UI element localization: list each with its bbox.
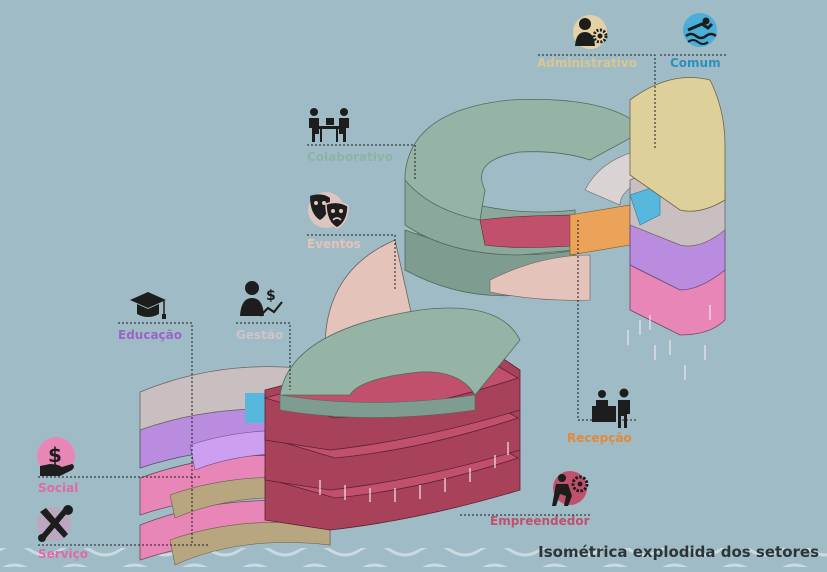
diagram-caption: Isométrica explodida dos setores bbox=[538, 543, 819, 561]
sector-servico-inner bbox=[169, 521, 331, 566]
label-comum: Comum bbox=[670, 56, 721, 70]
label-social: Social bbox=[38, 481, 79, 495]
entrepreneur-icon bbox=[552, 471, 589, 506]
label-servico: Serviço bbox=[38, 547, 88, 561]
svg-text:$: $ bbox=[48, 443, 62, 467]
sector-colaborativo-lower bbox=[279, 307, 521, 396]
upper-ring bbox=[404, 99, 646, 301]
sector-administrativo bbox=[629, 77, 726, 212]
theater-masks-icon bbox=[308, 192, 349, 229]
desk-meeting-icon bbox=[309, 108, 349, 142]
svg-text:$: $ bbox=[266, 288, 276, 304]
reception-desk-icon bbox=[592, 388, 630, 428]
label-empreendedor: Empreendedor bbox=[490, 514, 590, 528]
leader-lines bbox=[38, 54, 728, 546]
label-recepcao: Recepção bbox=[567, 431, 632, 445]
label-gestao: Gestão bbox=[236, 328, 284, 342]
label-colaborativo: Colaborativo bbox=[307, 150, 394, 164]
swimmer-icon bbox=[683, 13, 717, 47]
label-educacao: Educação bbox=[118, 328, 182, 342]
label-eventos: Eventos bbox=[307, 237, 361, 251]
right-stack bbox=[627, 77, 726, 380]
hand-money-icon: $ bbox=[37, 437, 75, 476]
graduation-cap-icon bbox=[130, 292, 166, 319]
gears-person-icon bbox=[573, 15, 608, 49]
label-administrativo: Administrativo bbox=[537, 56, 637, 70]
tools-icon bbox=[37, 505, 73, 542]
manager-money-icon: $ bbox=[240, 281, 283, 317]
